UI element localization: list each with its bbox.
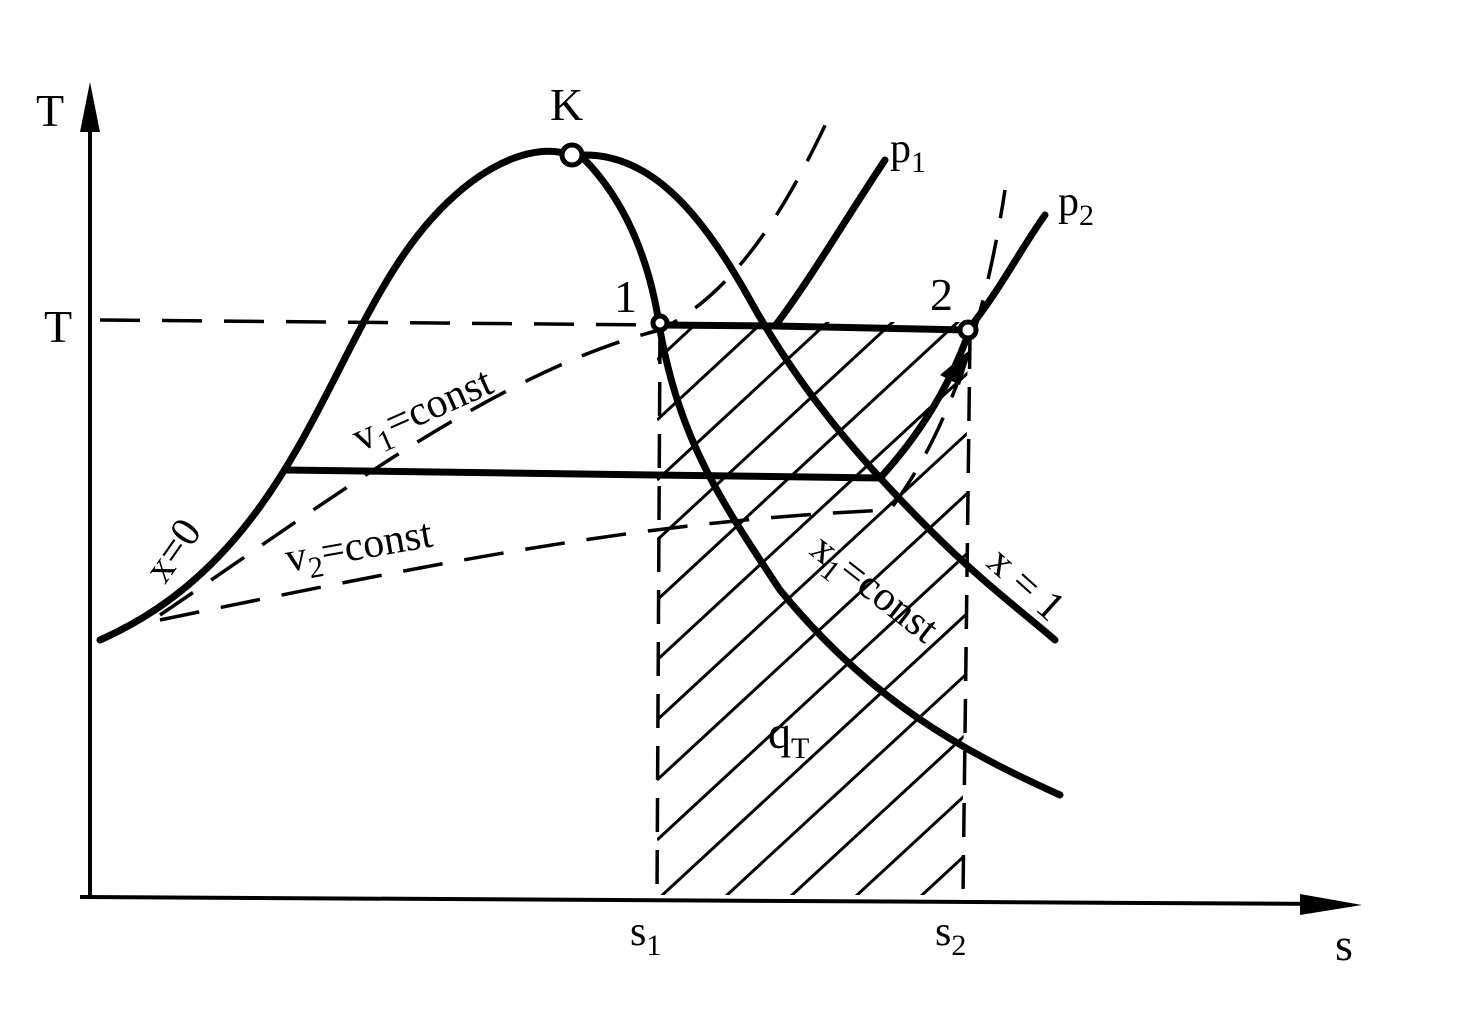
s-axis-label: s <box>1335 919 1353 970</box>
s-axis <box>79 895 1331 906</box>
s1-label: s1 <box>630 909 661 962</box>
isobar-p1-label: p1 <box>890 126 926 179</box>
p1-main: p <box>890 126 911 172</box>
dryness-const-curve <box>579 154 1064 799</box>
s2-guide-line <box>961 334 972 896</box>
axes <box>79 82 1362 915</box>
p2-main: p <box>1058 179 1079 225</box>
critical-point-marker <box>559 142 585 168</box>
t-axis-label: T <box>36 85 64 136</box>
critical-point-label: K <box>550 79 583 130</box>
state-2-marker <box>957 319 979 341</box>
p1-sub: 1 <box>911 146 926 179</box>
dashed-guides <box>99 114 1007 896</box>
v2-sub: 2 <box>306 550 327 585</box>
heat-area-label: qT <box>768 707 809 765</box>
v1-const-label: v1=const <box>345 359 502 468</box>
s2-label: s2 <box>935 909 966 962</box>
v1-const-line <box>159 114 832 617</box>
t-tick-label: T <box>44 301 72 352</box>
p2-sub: 2 <box>1079 199 1094 232</box>
s1-main: s <box>630 909 646 955</box>
v1-rest: =const <box>378 359 500 447</box>
saturation-line-low <box>281 466 884 482</box>
saturated-vapor-curve <box>581 151 1059 644</box>
heat-main: q <box>768 707 791 758</box>
s2-sub: 2 <box>951 929 966 962</box>
t-axis-arrow <box>80 82 100 132</box>
s-axis-arrow <box>1300 894 1362 915</box>
xconst-rest: =const <box>830 547 947 653</box>
saturated-liquid-curve <box>96 147 574 644</box>
state-1-label: 1 <box>614 271 637 322</box>
temperature-guide-line <box>99 318 658 327</box>
v2-const-label: v2=const <box>282 511 438 589</box>
heat-sub: T <box>791 732 809 765</box>
heat-area-hatching <box>657 322 968 895</box>
s1-guide-line <box>655 329 662 896</box>
solid-curves <box>96 147 1064 799</box>
s2-main: s <box>935 909 951 955</box>
s1-sub: 1 <box>646 929 661 962</box>
state-2-label: 2 <box>930 269 953 320</box>
process-1-2-curve <box>876 336 970 482</box>
v2-rest: =const <box>317 511 436 576</box>
state-1-marker <box>650 313 670 333</box>
isobar-p2-label: p2 <box>1058 179 1094 232</box>
isobar-p1 <box>656 156 889 330</box>
process-arrow-head <box>940 348 972 385</box>
